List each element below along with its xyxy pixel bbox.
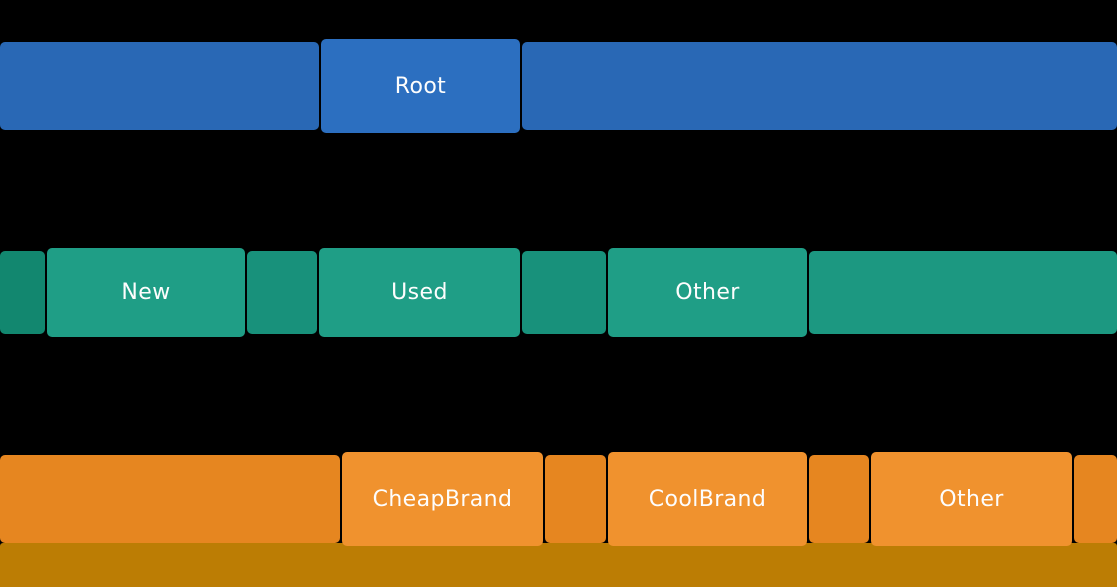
node-level-3-other[interactable]: Other bbox=[871, 452, 1072, 546]
node-level-1-unlabeled[interactable] bbox=[522, 42, 1117, 130]
node-level-3-cheapbrand[interactable]: CheapBrand bbox=[342, 452, 543, 546]
node-level-3-coolbrand[interactable]: CoolBrand bbox=[608, 452, 807, 546]
node-label: Other bbox=[675, 280, 740, 305]
node-level-3-unlabeled[interactable] bbox=[0, 455, 340, 543]
node-label: Root bbox=[394, 73, 447, 99]
node-label: Other bbox=[939, 486, 1004, 512]
node-label: CoolBrand bbox=[648, 486, 767, 512]
node-level-2-unlabeled[interactable] bbox=[809, 251, 1117, 334]
node-label: New bbox=[121, 280, 171, 305]
node-level-2-used[interactable]: Used bbox=[319, 248, 520, 337]
node-level-2-unlabeled[interactable] bbox=[247, 251, 317, 334]
node-level-1-root[interactable]: Root bbox=[321, 39, 520, 133]
node-level-2-unlabeled[interactable] bbox=[522, 251, 606, 334]
node-level-3-unlabeled[interactable] bbox=[1074, 455, 1117, 543]
node-level-3-unlabeled[interactable] bbox=[545, 455, 606, 543]
node-label: Used bbox=[391, 280, 448, 305]
next-level-strip[interactable] bbox=[0, 543, 1117, 587]
node-level-2-new[interactable]: New bbox=[47, 248, 245, 337]
node-level-1-unlabeled[interactable] bbox=[0, 42, 319, 130]
node-level-3-unlabeled[interactable] bbox=[809, 455, 869, 543]
node-level-2-unlabeled[interactable] bbox=[0, 251, 45, 334]
node-level-2-other[interactable]: Other bbox=[608, 248, 807, 337]
node-label: CheapBrand bbox=[372, 486, 513, 512]
